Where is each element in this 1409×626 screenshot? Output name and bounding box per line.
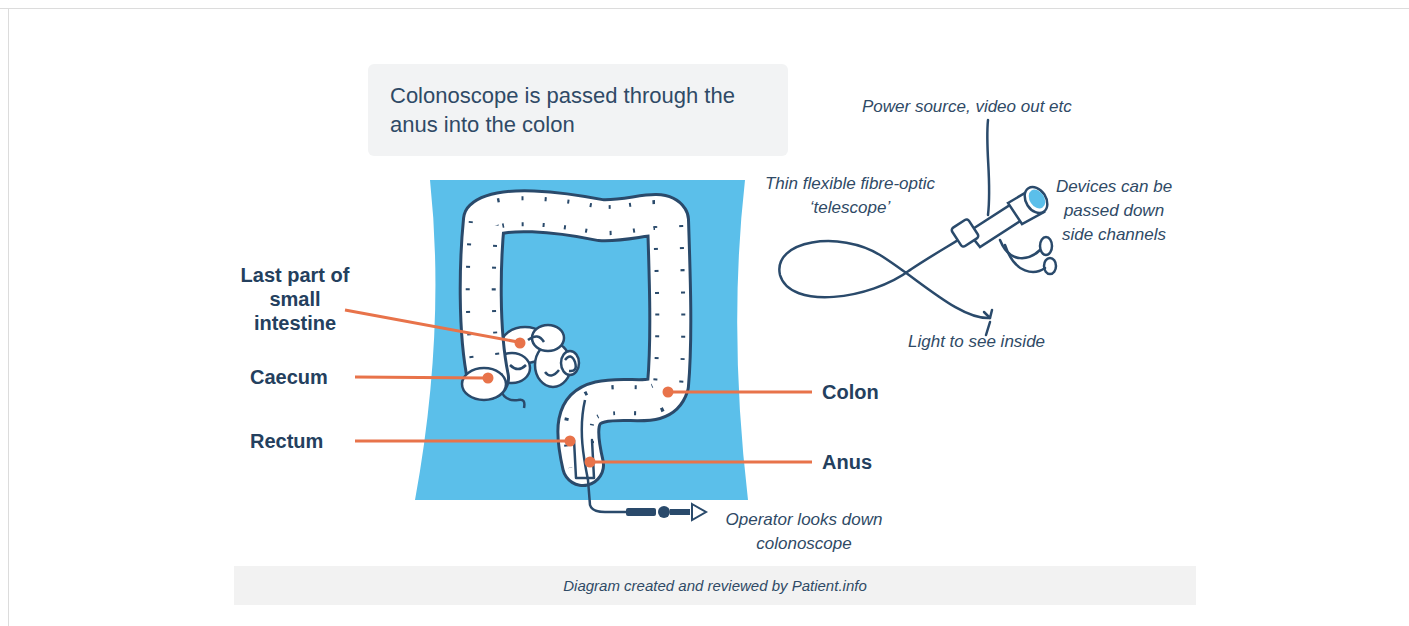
scope-in-body: [582, 400, 628, 512]
large-intestine: [462, 211, 670, 478]
part-label: Anus: [822, 450, 872, 474]
part-label: Rectum: [250, 429, 323, 453]
part-label: Last part of small intestine: [240, 263, 350, 335]
flexible-tube: [779, 241, 990, 318]
part-label: Colon: [822, 380, 879, 404]
scope-note: Devices can be passed down side channels: [1052, 175, 1176, 247]
power-cable: [987, 120, 989, 215]
torso: [415, 180, 748, 500]
note-text: Colonoscope is passed through the anus i…: [390, 81, 766, 139]
colonoscope: [779, 120, 1056, 335]
note-box: Colonoscope is passed through the anus i…: [368, 64, 788, 156]
scope-note: Thin flexible fibre-optic ‘telescope’: [744, 172, 956, 220]
eyepiece: [626, 504, 706, 520]
scope-note: Light to see inside: [908, 330, 1045, 354]
caption: Diagram created and reviewed by Patient.…: [234, 566, 1196, 605]
leader-lines: [345, 310, 812, 466]
part-label: Caecum: [250, 365, 328, 389]
scope-note: Operator looks down colonoscope: [708, 508, 900, 556]
page-frame: [0, 8, 1409, 626]
scope-note: Power source, video out etc: [862, 95, 1072, 119]
